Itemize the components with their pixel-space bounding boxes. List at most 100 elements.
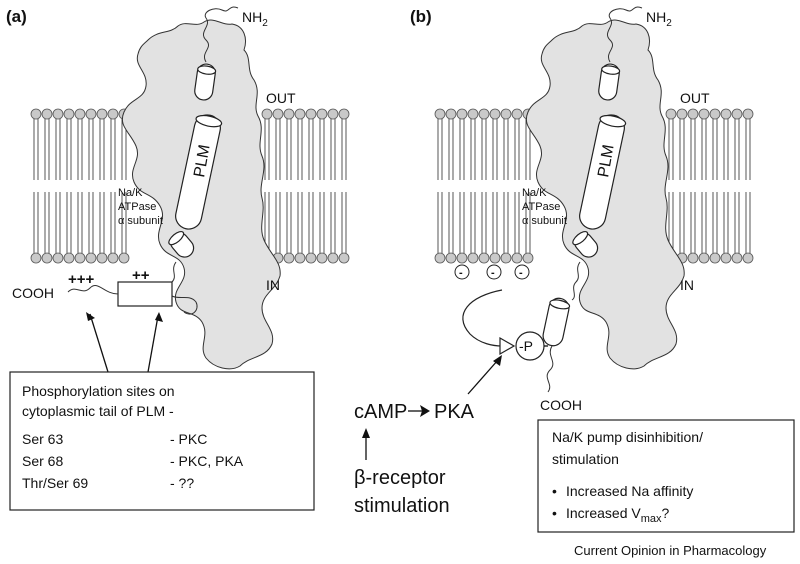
lipid-head — [467, 252, 479, 264]
lipid-head — [96, 108, 108, 120]
negative-charge: - — [486, 264, 502, 280]
cytoplasmic-tail-b — [571, 261, 581, 301]
info-title-line2: cytoplasmic tail of PLM - — [22, 403, 174, 419]
svg-text:-: - — [491, 267, 495, 279]
lipid-head — [107, 252, 119, 264]
lipid-head — [305, 252, 317, 264]
effect-item-1: Increased Na affinity — [566, 483, 693, 499]
plm-transmembrane-helix-a — [175, 114, 223, 230]
membrane-bilayer-b — [434, 108, 754, 264]
plm-extracellular-helix-b — [598, 63, 621, 101]
lipid-head — [52, 108, 64, 120]
beta-receptor-label-line2: stimulation — [354, 495, 450, 517]
lipid-head — [74, 108, 86, 120]
out-label-a: OUT — [266, 90, 296, 106]
effect-item-2: Increased Vmax? — [566, 505, 670, 525]
lipid-head — [85, 108, 97, 120]
pka-label: PKA — [434, 401, 475, 423]
lipid-head — [687, 252, 699, 264]
nh2-label-a: NH2 — [242, 9, 268, 29]
lipid-head — [30, 252, 42, 264]
site-kinase: - PKC — [170, 431, 207, 447]
cooh-tail-b — [546, 345, 554, 393]
panel-b-label: (b) — [410, 7, 432, 26]
lipid-head — [500, 252, 512, 264]
lipid-head — [456, 252, 468, 264]
negative-charge: - — [454, 264, 470, 280]
lipid-head — [52, 252, 64, 264]
lipid-head — [294, 108, 306, 120]
lipid-head — [489, 108, 501, 120]
effects-title-line2: stimulation — [552, 451, 619, 467]
lipid-head — [665, 108, 677, 120]
lipid-head — [709, 252, 721, 264]
positive-charges-left-a: +++ — [68, 271, 95, 288]
lipid-head — [434, 252, 446, 264]
phosphorylation-info-box — [9, 371, 315, 511]
lipid-head — [283, 252, 295, 264]
lipid-head — [742, 252, 754, 264]
effect-bullet: • — [552, 505, 557, 521]
lipid-head — [338, 252, 350, 264]
lipid-head — [478, 108, 490, 120]
lipid-head — [316, 252, 328, 264]
cooh-tail-a — [67, 285, 119, 295]
arrow-to-cooh-region — [89, 313, 109, 373]
lipid-head — [500, 108, 512, 120]
effects-title-line1: Na/K pump disinhibition/ — [552, 429, 703, 445]
out-label-b: OUT — [680, 90, 710, 106]
lipid-head — [316, 108, 328, 120]
plm-label-a: PLM — [191, 143, 213, 178]
site-residue: Ser 63 — [22, 431, 63, 447]
effects-info-box — [537, 419, 795, 533]
lipid-head — [742, 108, 754, 120]
lipid-head — [305, 108, 317, 120]
lipid-head — [522, 252, 534, 264]
cooh-label-a: COOH — [12, 285, 54, 301]
lipid-head — [698, 108, 710, 120]
pka-to-phosphate-arrowhead — [493, 355, 502, 366]
lipid-head — [511, 252, 523, 264]
site-kinase: - ?? — [170, 475, 194, 491]
lipid-head — [107, 108, 119, 120]
lipid-head — [676, 108, 688, 120]
lipid-head — [283, 108, 295, 120]
lipid-head — [467, 108, 479, 120]
atpase-label-line3-a: α subunit — [118, 215, 163, 227]
panel-a-label: (a) — [6, 7, 27, 26]
lipid-head — [489, 252, 501, 264]
svg-text:-: - — [519, 267, 523, 279]
lipid-head — [96, 252, 108, 264]
atpase-label-line1-a: Na/K — [118, 187, 143, 199]
lipid-head — [478, 252, 490, 264]
in-label-b: IN — [680, 277, 694, 293]
beta-to-camp-arrowhead — [362, 428, 370, 438]
camp-label: cAMP — [354, 401, 407, 423]
arrowhead-2-a — [155, 312, 163, 322]
info-title-line1: Phosphorylation sites on — [22, 383, 175, 399]
lipid-head — [41, 108, 53, 120]
negative-charge: - — [514, 264, 530, 280]
beta-receptor-label-line1: β-receptor — [354, 467, 446, 489]
negative-charges: - - - — [454, 264, 530, 280]
lipid-head — [709, 108, 721, 120]
lipid-head — [30, 108, 42, 120]
camp-to-pka-arrowhead — [420, 405, 430, 417]
lipid-head — [731, 108, 743, 120]
lipid-head — [261, 108, 273, 120]
lipid-head — [456, 108, 468, 120]
credit-line: Current Opinion in Pharmacology — [574, 543, 767, 558]
phosphorylation-domain-box-a — [117, 281, 173, 307]
pka-to-phosphate-arrow — [467, 359, 499, 395]
plm-cytoplasmic-helix-b — [542, 297, 571, 347]
atpase-label-line2-b: ATPase — [522, 201, 560, 213]
lipid-head — [41, 252, 53, 264]
in-label-a: IN — [266, 277, 280, 293]
curved-arrowhead — [499, 336, 516, 356]
nh2-tail-a — [202, 6, 239, 63]
lipid-head — [338, 108, 350, 120]
nh2-label-b: NH2 — [646, 9, 672, 29]
atpase-label-line1-b: Na/K — [522, 187, 547, 199]
atpase-label-line3-b: α subunit — [522, 215, 567, 227]
